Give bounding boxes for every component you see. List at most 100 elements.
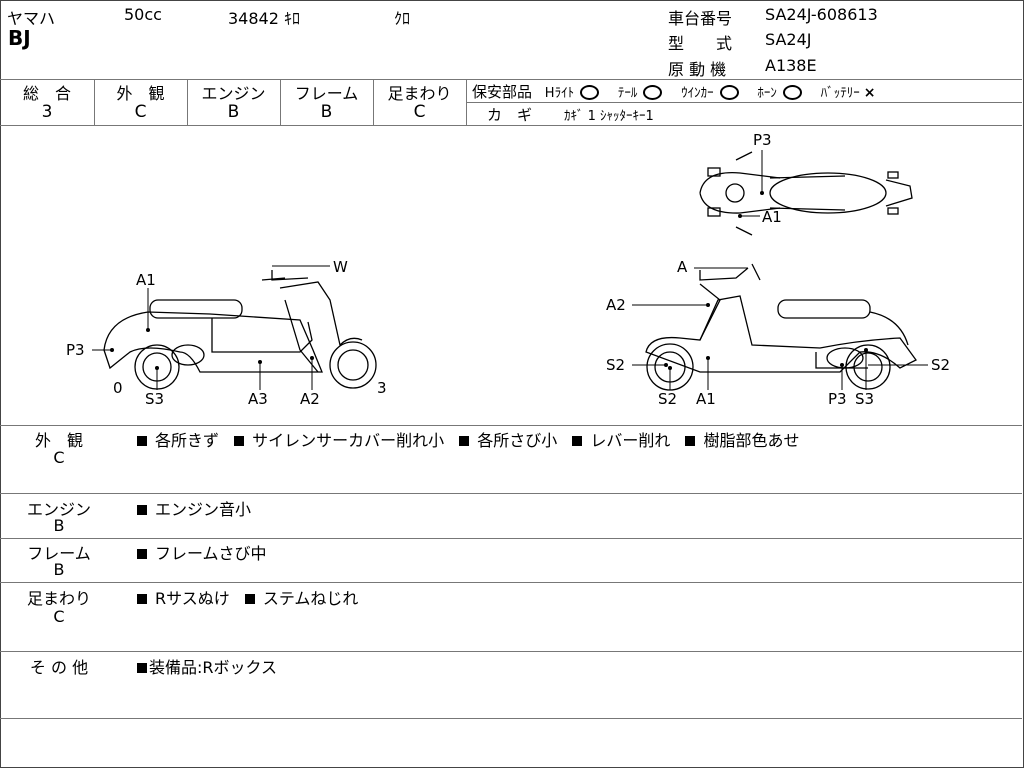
bullet-icon [685,436,696,446]
damage-label: S3 [145,390,165,408]
maker-name: ヤマハ [7,9,56,28]
rating-value-engine: B [227,102,240,122]
detail-item: 装備品:Rボックス [149,658,278,677]
rating-value-exterior: C [134,102,147,122]
divider [0,125,1022,126]
rating-value-overall: 3 [41,102,53,122]
bullet-icon [137,663,147,673]
detail-item: ステムねじれ [262,589,359,608]
type-value: SA24J [765,30,812,49]
bullet-icon [137,549,147,559]
bullet-icon [234,436,245,446]
detail-item: エンジン音小 [155,500,252,519]
safety-item-tail: ﾃｰﾙ [617,86,638,101]
ok-mark-icon [580,85,600,100]
scooter-left-view-icon [103,270,377,390]
ok-mark-icon [782,85,802,100]
damage-label: S2 [931,356,951,374]
divider [466,102,1022,103]
detail-grade-engine: B [53,516,65,535]
rating-label-suspension: 足まわり [387,84,452,103]
divider [0,582,1022,583]
bullet-icon [137,594,147,604]
damage-label: A2 [300,390,320,408]
divider [0,79,1022,80]
detail-category-other: そ の 他 [29,658,89,677]
divider [187,79,188,125]
damage-label: A [677,258,688,276]
rating-label-engine: エンジン [201,84,266,103]
rating-label-overall: 総 合 [22,84,71,103]
detail-grade-exterior: C [53,448,65,467]
detail-category-suspension: 足まわり [26,589,91,608]
safety-item-battery: ﾊﾞｯﾃﾘｰ [820,86,860,101]
detail-item: 各所きず [155,431,220,450]
damage-label: P3 [828,390,847,408]
rating-value-frame: B [320,102,333,122]
scooter-top-view-icon [699,151,913,236]
damage-label: S2 [658,390,678,408]
safety-label: 保安部品 [472,83,533,101]
scale-label: 0 [113,379,123,397]
scale-label: 3 [377,379,387,397]
bullet-icon [137,436,147,446]
ok-mark-icon [719,85,739,100]
displacement: 50cc [124,5,162,24]
safety-item-winker: ｳｲﾝｶｰ [681,86,714,101]
type-label: 型 式 [668,34,733,53]
frame-no-label: 車台番号 [668,9,733,28]
divider [0,538,1022,539]
damage-label: A1 [136,271,156,289]
scooter-right-view-icon [645,263,917,391]
damage-label: A1 [696,390,716,408]
divider [280,79,281,125]
safety-item-horn: ﾎｰﾝ [757,86,777,101]
detail-category-frame: フレーム [27,544,91,563]
safety-parts-row: 保安部品 Hﾗｲﾄ ﾃｰﾙ ｳｲﾝｶｰ ﾎｰﾝ ﾊﾞｯﾃﾘｰ× [472,81,875,102]
bullet-icon [244,594,255,604]
model-name: BJ [8,26,31,50]
damage-label: S2 [606,356,626,374]
bullet-icon [459,436,470,446]
damage-label: S3 [855,390,875,408]
divider [0,651,1022,652]
damage-label: P3 [66,341,85,359]
detail-item: サイレンサーカバー削れ小 [252,431,445,450]
detail-items-exterior: 各所きず サイレンサーカバー削れ小 各所さび小 レバー削れ 樹脂部色あせ [137,427,809,451]
detail-items-frame: フレームさび中 [137,540,277,564]
mileage-unit: ｷﾛ [284,9,301,28]
divider [0,718,1022,719]
detail-item: レバー削れ [590,431,671,450]
engine-model: A138E [765,56,817,75]
detail-item: 樹脂部色あせ [703,431,800,450]
divider [0,493,1022,494]
detail-item: Rサスぬけ [155,589,230,608]
ng-mark-icon: × [863,85,876,101]
detail-items-suspension: Rサスぬけ ステムねじれ [137,585,368,609]
frame-no: SA24J-608613 [765,5,878,24]
detail-item: フレームさび中 [155,544,267,563]
detail-item: 各所さび小 [477,431,558,450]
divider [373,79,374,125]
divider [0,425,1022,426]
detail-category-exterior: 外 観 [34,431,83,450]
detail-items-engine: エンジン音小 [137,496,261,520]
damage-label: A2 [606,296,626,314]
rating-label-exterior: 外 観 [116,84,165,103]
damage-label: W [333,258,348,276]
bullet-icon [572,436,583,446]
ok-mark-icon [643,85,663,100]
damage-label: A3 [248,390,268,408]
detail-category-engine: エンジン [26,500,91,519]
safety-item-headlight: Hﾗｲﾄ [544,86,575,101]
detail-grade-suspension: C [53,607,65,626]
rating-value-suspension: C [413,102,426,122]
key-detail: ｶｷﾞ 1 ｼｬｯﾀｰｷｰ1 [564,109,654,124]
rating-label-frame: フレーム [294,84,359,103]
damage-label: P3 [753,131,772,149]
bullet-icon [137,505,147,515]
key-label: カ ギ [487,106,533,124]
detail-items-other: 装備品:Rボックス [137,654,287,678]
